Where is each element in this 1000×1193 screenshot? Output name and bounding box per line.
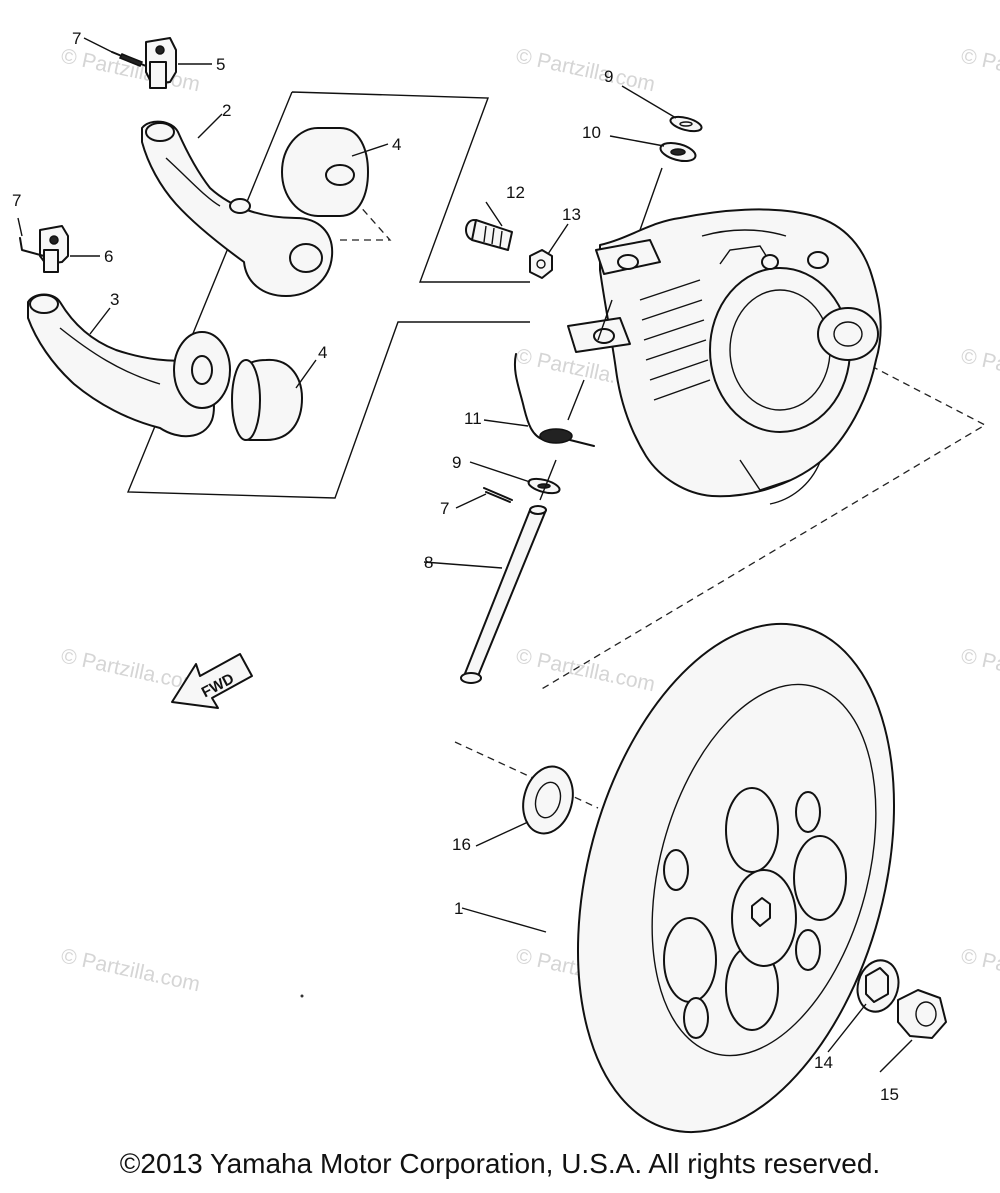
callout-15: 15 xyxy=(880,1085,899,1104)
watermark: © Partzilla.com xyxy=(514,44,657,96)
part-8-pin xyxy=(460,505,547,684)
watermark: © Partzilla.com xyxy=(959,44,1000,96)
part-11-spring xyxy=(514,353,595,447)
watermark: © Partzilla.com xyxy=(59,944,202,996)
part-4-upper-bushing xyxy=(281,127,369,217)
part-5-clevis xyxy=(145,37,177,89)
part-14-lock-washer xyxy=(856,959,900,1013)
callout-3: 3 xyxy=(110,290,119,309)
watermark: © Partzilla.com xyxy=(514,644,657,696)
part-7-cotter-pin-left xyxy=(19,237,45,257)
callout-10: 10 xyxy=(582,123,601,142)
copyright-notice: ©2013 Yamaha Motor Corporation, U.S.A. A… xyxy=(119,1148,881,1179)
callout-1: 1 xyxy=(454,899,463,918)
callout-7-top: 7 xyxy=(72,29,81,48)
callout-2: 2 xyxy=(222,101,231,120)
watermark: © Partzilla.com xyxy=(59,44,202,96)
callout-11: 11 xyxy=(464,409,482,428)
part-7-cotter-pin-top xyxy=(111,51,147,67)
watermark: © Partzilla.com xyxy=(959,944,1000,996)
callout-16: 16 xyxy=(452,835,471,854)
callout-5: 5 xyxy=(216,55,225,74)
part-16-spacer xyxy=(522,765,574,835)
part-4-lower-bushing xyxy=(173,331,303,441)
leader-lines xyxy=(17,37,913,1073)
part-10-washer xyxy=(659,141,697,163)
part-13-nut xyxy=(529,249,553,279)
callout-9-lower: 9 xyxy=(452,453,461,472)
callout-4-upper: 4 xyxy=(392,135,401,154)
callout-13: 13 xyxy=(562,205,581,224)
watermark: © Partzilla.com xyxy=(959,344,1000,396)
brake-projection-lines xyxy=(454,354,987,809)
part-12-bolt xyxy=(465,219,513,251)
part-9-washer-top xyxy=(669,115,703,133)
callout-14: 14 xyxy=(814,1053,833,1072)
stray-dot xyxy=(300,994,304,998)
callout-9-top: 9 xyxy=(604,67,613,86)
part-15-nut xyxy=(897,989,947,1039)
part-2-upper-arm xyxy=(141,120,334,297)
part-6-clevis xyxy=(39,225,69,273)
part-9-washer-bottom xyxy=(527,477,561,495)
part-1-brake-disc xyxy=(576,622,896,1134)
callout-7-lower: 7 xyxy=(440,499,449,518)
part-7-cotter-pin-lower xyxy=(483,487,513,503)
watermark: © Partzilla.com xyxy=(959,644,1000,696)
callout-8: 8 xyxy=(424,553,433,572)
callout-6: 6 xyxy=(104,247,113,266)
arm-to-bushing-lines xyxy=(179,194,392,421)
callout-12: 12 xyxy=(506,183,525,202)
callout-7-left: 7 xyxy=(12,191,21,210)
callout-4-lower: 4 xyxy=(318,343,327,362)
brake-caliper-body xyxy=(567,208,882,505)
axis-line xyxy=(539,167,663,501)
callout-numbers: 1 2 3 4 4 5 6 7 7 7 8 9 9 10 11 12 13 14… xyxy=(12,29,899,1104)
